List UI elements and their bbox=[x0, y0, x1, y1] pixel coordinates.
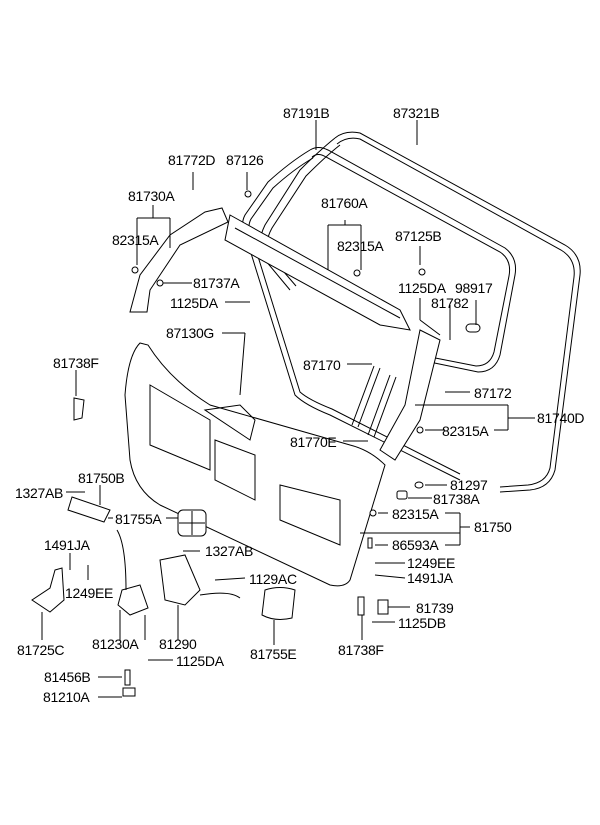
part-label-81750: 81750 bbox=[474, 519, 512, 535]
part-label-87191b: 87191B bbox=[283, 105, 330, 121]
part-label-1327ab: 1327AB bbox=[205, 543, 254, 559]
part-label-81740d: 81740D bbox=[537, 410, 585, 426]
part-label-81725c: 81725C bbox=[17, 642, 65, 658]
part-label-1125da: 1125DA bbox=[176, 653, 224, 669]
part-label-86593a: 86593A bbox=[392, 537, 439, 553]
part-label-81290: 81290 bbox=[159, 636, 197, 652]
part-label-82315a: 82315A bbox=[337, 238, 384, 254]
part-label-81738f: 81738F bbox=[338, 642, 384, 658]
part-label-1129ac: 1129AC bbox=[249, 571, 297, 587]
part-label-1491ja: 1491JA bbox=[407, 570, 453, 586]
part-label-87321b: 87321B bbox=[393, 105, 440, 121]
part-label-81750b: 81750B bbox=[78, 470, 125, 486]
part-label-1327ab: 1327AB bbox=[15, 485, 64, 501]
leader-lines bbox=[41, 120, 535, 698]
part-label-81456b: 81456B bbox=[44, 669, 91, 685]
part-label-87125b: 87125B bbox=[395, 228, 442, 244]
part-label-81738f: 81738F bbox=[53, 355, 99, 371]
part-label-81755e: 81755E bbox=[250, 646, 297, 662]
clip-81738f-left bbox=[73, 397, 85, 421]
part-label-1491ja: 1491JA bbox=[44, 537, 90, 553]
cover-81755e bbox=[261, 587, 296, 620]
part-label-81770e: 81770E bbox=[290, 434, 337, 450]
part-label-1125da: 1125DA bbox=[170, 295, 218, 311]
part-label-81737a: 81737A bbox=[193, 275, 240, 291]
part-label-87170: 87170 bbox=[303, 357, 341, 373]
fasteners bbox=[131, 190, 481, 616]
side-trim-81730a bbox=[129, 207, 229, 313]
part-label-87126: 87126 bbox=[226, 152, 264, 168]
part-label-82315a: 82315A bbox=[112, 232, 159, 248]
latch-81230a bbox=[116, 529, 149, 616]
handle-81750b bbox=[67, 496, 111, 523]
part-label-82315a: 82315A bbox=[392, 506, 439, 522]
striker-81210a bbox=[122, 669, 136, 697]
part-label-87130g: 87130G bbox=[166, 325, 215, 341]
side-trim-81740d bbox=[379, 329, 441, 461]
part-label-81738a: 81738A bbox=[433, 491, 480, 507]
gas-strut-87170 bbox=[351, 365, 397, 438]
part-label-81230a: 81230A bbox=[92, 636, 139, 652]
part-label-1125db: 1125DB bbox=[398, 615, 446, 631]
part-label-81730a: 81730A bbox=[128, 188, 175, 204]
part-label-1249ee: 1249EE bbox=[407, 555, 456, 571]
part-label-82315a: 82315A bbox=[442, 423, 489, 439]
cover-81755a bbox=[177, 509, 207, 537]
part-label-1249ee: 1249EE bbox=[65, 585, 114, 601]
part-label-81755a: 81755A bbox=[115, 511, 162, 527]
part-label-81297: 81297 bbox=[450, 477, 488, 493]
part-label-81210a: 81210A bbox=[43, 689, 90, 705]
actuator-81290 bbox=[159, 554, 241, 606]
part-label-98917: 98917 bbox=[455, 280, 493, 296]
bracket-81725c bbox=[31, 567, 65, 613]
part-label-81739: 81739 bbox=[416, 600, 454, 616]
part-label-81782: 81782 bbox=[431, 295, 469, 311]
part-label-81772d: 81772D bbox=[168, 152, 216, 168]
part-label-81760a: 81760A bbox=[321, 195, 368, 211]
part-label-1125da: 1125DA bbox=[398, 280, 446, 296]
part-label-87172: 87172 bbox=[474, 385, 512, 401]
lower-trim-panel-81750 bbox=[124, 342, 386, 587]
upper-trim-81760a bbox=[224, 214, 411, 331]
